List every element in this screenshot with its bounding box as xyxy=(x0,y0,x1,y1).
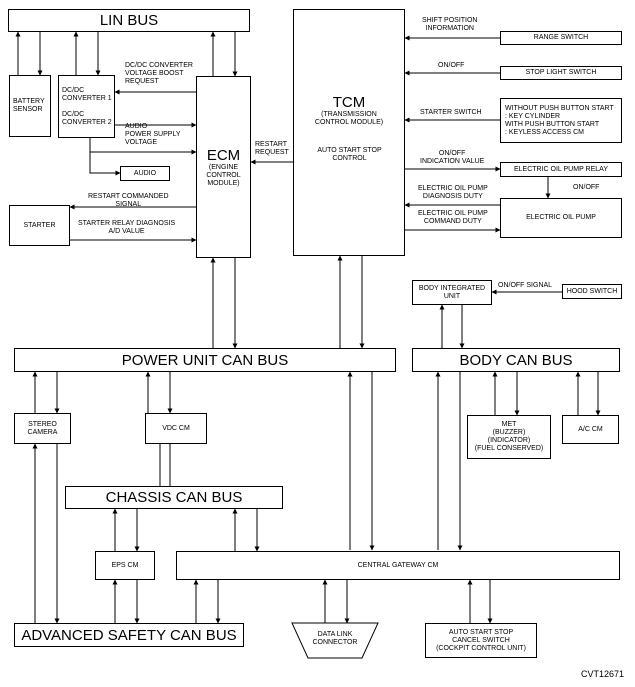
signal-dcdc-boost-request: DC/DC CONVERTER VOLTAGE BOOST REQUEST xyxy=(125,62,193,85)
advanced-safety-can-bus: ADVANCED SAFETY CAN BUS xyxy=(14,623,244,647)
signal-on-off-hood: ON/OFF SIGNAL xyxy=(498,282,553,289)
body-integrated-unit: BODY INTEGRATED UNIT xyxy=(412,280,492,305)
starter: STARTER xyxy=(9,205,70,246)
signal-on-off-stop-light: ON/OFF xyxy=(438,62,465,69)
electric-oil-pump-relay: ELECTRIC OIL PUMP RELAY xyxy=(500,162,622,177)
battery-sensor: BATTERY SENSOR xyxy=(9,75,51,137)
central-gateway-cm: CENTRAL GATEWAY CM xyxy=(176,551,620,580)
audio-unit: AUDIO xyxy=(120,166,170,181)
signal-eop-command-duty: ELECTRIC OIL PUMP COMMAND DUTY xyxy=(418,210,488,225)
signal-audio-power-supply: AUDIO POWER SUPPLY VOLTAGE xyxy=(125,123,181,146)
tcm: TCM (TRANSMISSION CONTROL MODULE) xyxy=(293,9,405,256)
tcm-subtitle: (TRANSMISSION CONTROL MODULE) xyxy=(314,111,384,126)
hood-switch: HOOD SWITCH xyxy=(562,284,622,299)
met: MET (BUZZER) (INDICATOR) (FUEL CONSERVED… xyxy=(467,415,551,459)
signal-on-off-indication: ON/OFF INDICATION VALUE xyxy=(420,150,485,165)
body-can-bus: BODY CAN BUS xyxy=(412,348,620,372)
electric-oil-pump: ELECTRIC OIL PUMP xyxy=(500,198,622,238)
vdc-cm: VDC CM xyxy=(145,413,207,444)
tcm-title: TCM xyxy=(332,94,366,111)
range-switch: RANGE SWITCH xyxy=(500,31,622,45)
data-link-connector-shape xyxy=(291,622,379,659)
dcdc-converter: DC/DC CONVERTER 1 DC/DC CONVERTER 2 xyxy=(58,75,115,138)
power-unit-can-bus: POWER UNIT CAN BUS xyxy=(14,348,396,372)
stereo-camera: STEREO CAMERA xyxy=(14,413,71,444)
stop-light-switch: STOP LIGHT SWITCH xyxy=(500,66,622,80)
signal-shift-position: SHIFT POSITION INFORMATION xyxy=(422,17,478,32)
ac-cm: A/C CM xyxy=(562,415,619,444)
figure-id: CVT12671 xyxy=(581,669,625,679)
ecm: ECM (ENGINE CONTROL MODULE) xyxy=(196,76,251,258)
signal-restart-request: RESTART REQUEST xyxy=(255,141,289,156)
signal-starter-relay-diag: STARTER RELAY DIAGNOSIS A/D VALUE xyxy=(78,220,176,235)
signal-on-off-relay: ON/OFF xyxy=(573,184,600,191)
ecm-subtitle: (ENGINE CONTROL MODULE) xyxy=(206,163,241,187)
signal-restart-commanded: RESTART COMMANDED SIGNAL xyxy=(88,193,169,208)
signal-starter-switch: STARTER SWITCH xyxy=(420,109,482,116)
auto-start-stop-cancel-switch: AUTO START STOP CANCEL SWITCH (COCKPIT C… xyxy=(425,623,537,658)
push-button-start: WITHOUT PUSH BUTTON START : KEY CYLINDER… xyxy=(500,98,622,143)
lin-bus: LIN BUS xyxy=(8,9,250,32)
signal-eop-diag-duty: ELECTRIC OIL PUMP DIAGNOSIS DUTY xyxy=(418,185,488,200)
data-link-connector-label: DATA LINK CONNECTOR xyxy=(312,631,358,646)
ecm-title: ECM xyxy=(206,146,241,164)
auto-start-stop-control-label: AUTO START STOP CONTROL xyxy=(317,147,382,162)
chassis-can-bus: CHASSIS CAN BUS xyxy=(65,486,283,509)
eps-cm: EPS CM xyxy=(95,551,155,580)
